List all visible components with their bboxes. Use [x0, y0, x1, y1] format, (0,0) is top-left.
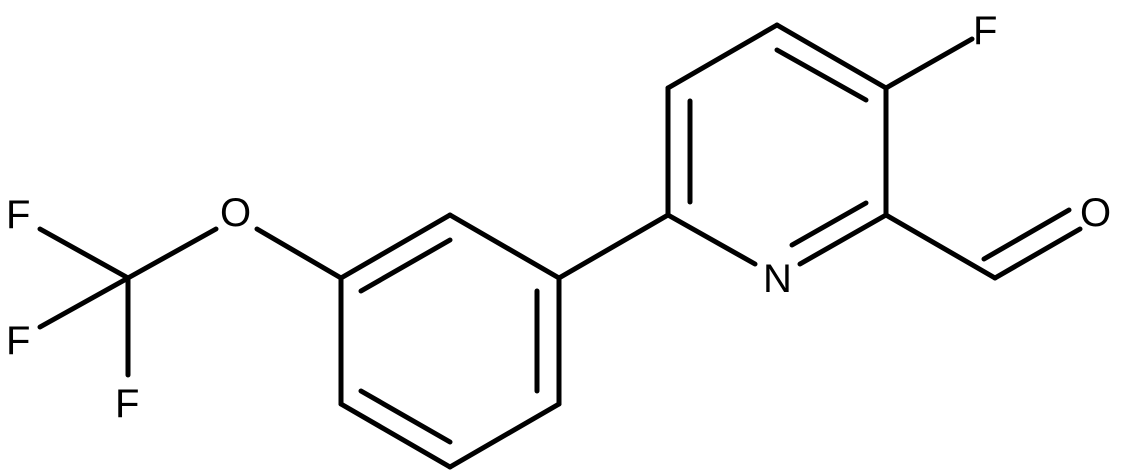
bond-c5-c4 [665, 22, 780, 91]
bond-b2-b3-inner [358, 237, 453, 294]
bond-cho-o [992, 226, 1083, 281]
bond-b2-b3 [338, 212, 453, 281]
bond-c4-c3-inner [774, 47, 869, 103]
bond-c2-cho [883, 212, 998, 281]
atom-fluorine-cf3-top: F [6, 193, 30, 237]
bond-c2-n-inner [789, 200, 869, 248]
atom-fluorine-cf3-left: F [6, 319, 30, 363]
atom-ether-oxygen: O [220, 191, 251, 235]
bond-b4-b5-inner [358, 388, 453, 445]
bond-cho-o-inner [981, 207, 1072, 262]
atom-fluorine-ring: F [973, 9, 997, 53]
bond-n-c6 [665, 212, 758, 267]
atom-pyridine-nitrogen: N [763, 257, 792, 301]
bond-b3-o [254, 226, 344, 281]
bond-b5-b6 [447, 401, 562, 470]
atom-fluorine-cf3-bottom: F [115, 382, 139, 426]
bond-o-cf3 [125, 226, 219, 281]
bond-biaryl [556, 212, 671, 281]
bond-cf3-f-top [37, 226, 131, 281]
bond-cf3-f-left [37, 275, 131, 330]
pyridine-ring [665, 22, 889, 267]
atom-aldehyde-oxygen: O [1080, 191, 1111, 235]
bond-c3-f [883, 36, 975, 91]
bond-c2-n [797, 212, 889, 267]
bond-c4-c3 [774, 22, 889, 91]
bond-b1-b2 [447, 212, 562, 281]
bond-b4-b5 [338, 401, 453, 470]
benzene-ring [338, 212, 562, 470]
